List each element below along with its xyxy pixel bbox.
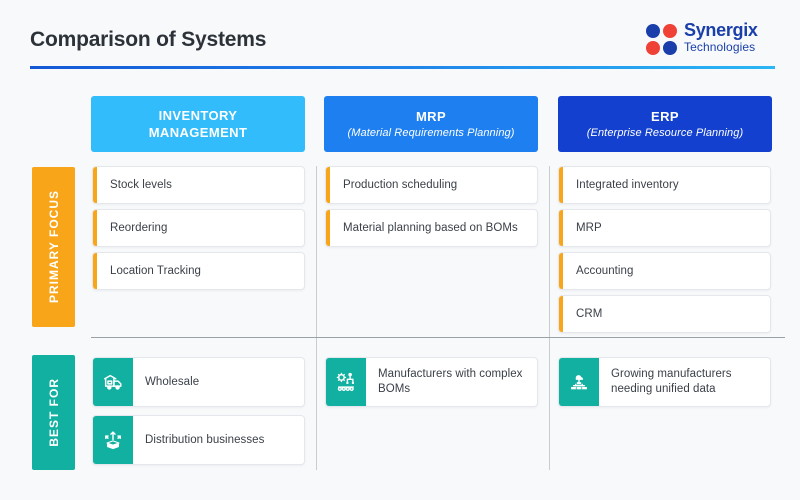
title-underline-rule bbox=[30, 66, 775, 69]
column-title: ERP bbox=[651, 108, 679, 124]
column-title-line2: MANAGEMENT bbox=[148, 125, 248, 140]
section-label-text: BEST FOR bbox=[46, 378, 61, 447]
column-header-inventory-management: INVENTORY MANAGEMENT bbox=[91, 96, 305, 152]
best-for-card[interactable]: Distribution businesses bbox=[92, 415, 305, 465]
cloud-server-icon bbox=[559, 358, 599, 406]
focus-card[interactable]: Reordering bbox=[92, 209, 305, 247]
card-accent-bar bbox=[93, 210, 97, 246]
best-for-card[interactable]: Wholesale bbox=[92, 357, 305, 407]
column-title-line1: INVENTORY bbox=[158, 108, 238, 123]
focus-card-label: Reordering bbox=[110, 222, 168, 234]
best-for-label: Wholesale bbox=[145, 375, 200, 388]
section-label-best-for: BEST FOR bbox=[32, 355, 75, 470]
page-header: Comparison of Systems Synergix Technolog… bbox=[0, 0, 800, 80]
focus-card-label: MRP bbox=[576, 222, 602, 234]
focus-card-label: Accounting bbox=[576, 265, 634, 277]
column-title: MRP bbox=[415, 108, 447, 124]
focus-card[interactable]: Integrated inventory bbox=[558, 166, 771, 204]
column-subtitle: (Material Requirements Planning) bbox=[347, 126, 515, 139]
focus-card-label: Material planning based on BOMs bbox=[343, 222, 518, 234]
logo-wordmark: Synergix Technologies bbox=[684, 21, 758, 55]
focus-card-label: Integrated inventory bbox=[576, 179, 679, 191]
card-accent-bar bbox=[559, 167, 563, 203]
best-for-label: Growing manufacturers needing unified da… bbox=[611, 368, 732, 395]
logo-dots-icon bbox=[646, 24, 678, 56]
gear-hierarchy-icon bbox=[326, 358, 366, 406]
column-header-erp: ERP (Enterprise Resource Planning) bbox=[558, 96, 772, 152]
card-accent-bar bbox=[559, 210, 563, 246]
focus-card[interactable]: MRP bbox=[558, 209, 771, 247]
section-divider-horizontal bbox=[91, 337, 785, 338]
focus-card[interactable]: CRM bbox=[558, 295, 771, 333]
best-for-card[interactable]: Growing manufacturers needing unified da… bbox=[558, 357, 771, 407]
logo-company-name: Synergix bbox=[684, 20, 758, 40]
best-for-card[interactable]: Manufacturers with complex BOMs bbox=[325, 357, 538, 407]
logo-company-subtitle: Technologies bbox=[684, 40, 756, 54]
focus-card[interactable]: Production scheduling bbox=[325, 166, 538, 204]
logo-dot-bottom-right bbox=[663, 41, 677, 55]
column-divider-1 bbox=[316, 166, 317, 470]
box-distribution-icon bbox=[93, 416, 133, 464]
focus-card[interactable]: Location Tracking bbox=[92, 252, 305, 290]
warehouse-truck-icon bbox=[93, 358, 133, 406]
focus-card[interactable]: Stock levels bbox=[92, 166, 305, 204]
logo-dot-top-right bbox=[663, 24, 677, 38]
card-accent-bar bbox=[559, 253, 563, 289]
card-accent-bar bbox=[93, 253, 97, 289]
focus-card-label: Location Tracking bbox=[110, 265, 201, 277]
card-accent-bar bbox=[93, 167, 97, 203]
focus-card-label: Stock levels bbox=[110, 179, 172, 191]
focus-card[interactable]: Material planning based on BOMs bbox=[325, 209, 538, 247]
column-subtitle: (Enterprise Resource Planning) bbox=[586, 126, 744, 139]
section-label-primary-focus: PRIMARY FOCUS bbox=[32, 167, 75, 327]
focus-card[interactable]: Accounting bbox=[558, 252, 771, 290]
column-divider-2 bbox=[549, 166, 550, 470]
section-label-text: PRIMARY FOCUS bbox=[46, 190, 61, 304]
focus-card-label: CRM bbox=[576, 308, 603, 320]
card-accent-bar bbox=[326, 167, 330, 203]
company-logo: Synergix Technologies bbox=[646, 20, 774, 60]
card-accent-bar bbox=[559, 296, 563, 332]
card-accent-bar bbox=[326, 210, 330, 246]
focus-card-label: Production scheduling bbox=[343, 179, 458, 191]
logo-dot-top-left bbox=[646, 24, 660, 38]
page-title: Comparison of Systems bbox=[30, 28, 267, 51]
best-for-label: Manufacturers with complex BOMs bbox=[378, 368, 523, 395]
column-header-mrp: MRP (Material Requirements Planning) bbox=[324, 96, 538, 152]
best-for-label: Distribution businesses bbox=[145, 433, 265, 446]
logo-dot-bottom-left bbox=[646, 41, 660, 55]
